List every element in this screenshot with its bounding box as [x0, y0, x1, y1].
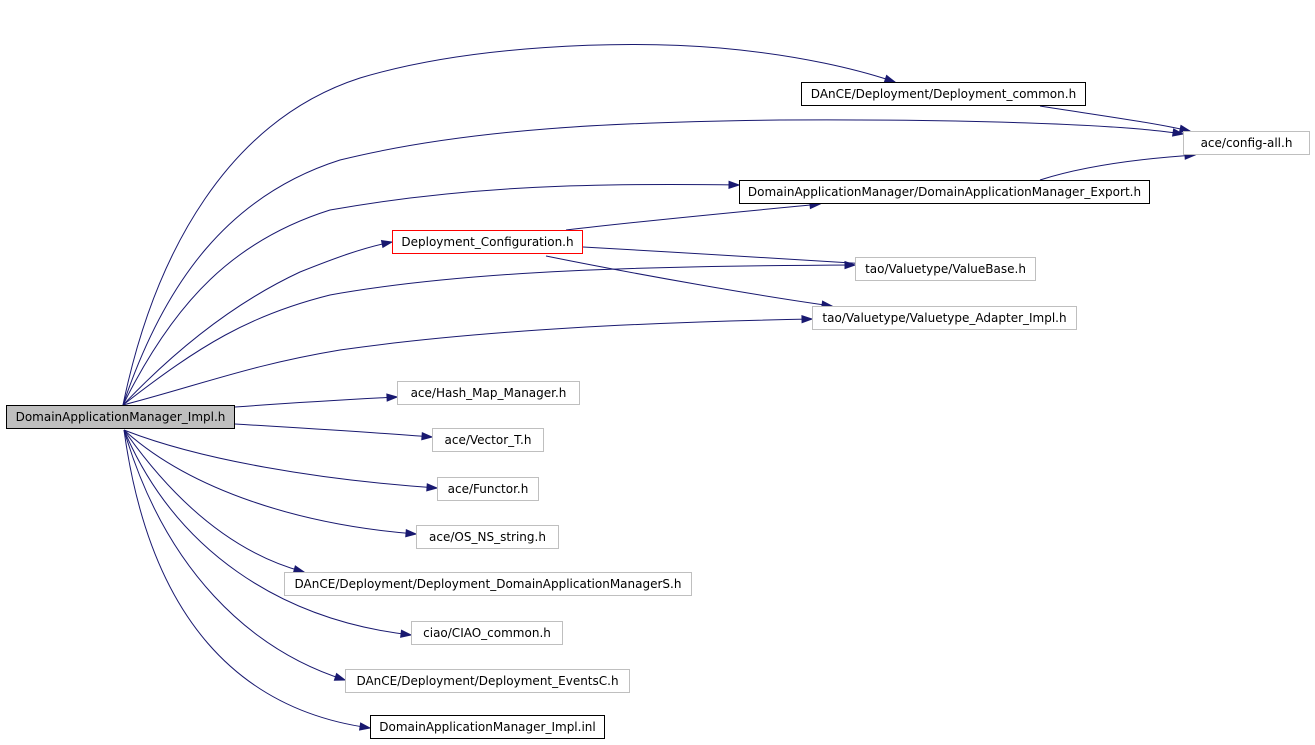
node-ciao-common-label: ciao/CIAO_common.h — [423, 626, 551, 640]
node-dam-export[interactable]: DomainApplicationManager/DomainApplicati… — [739, 180, 1150, 204]
node-vector-t-label: ace/Vector_T.h — [444, 433, 532, 447]
edge-deployment-common-to-config-all — [1039, 105, 1191, 132]
node-dam-skeleton: DAnCE/Deployment/Deployment_DomainApplic… — [284, 572, 692, 596]
edge-root-to-deployment-common — [122, 44, 896, 406]
edge-root-to-valuebase — [122, 264, 856, 406]
edge-root-to-events-c-arrowhead — [333, 672, 347, 681]
edge-root-to-vector-t-arrowhead — [421, 431, 434, 441]
node-config-all-label: ace/config-all.h — [1200, 136, 1293, 150]
edge-root-to-os-ns-string — [123, 429, 417, 535]
edge-root-to-events-c — [123, 429, 346, 681]
node-impl-inl-label: DomainApplicationManager_Impl.inl — [379, 720, 596, 734]
node-events-c: DAnCE/Deployment/Deployment_EventsC.h — [345, 669, 630, 693]
node-valuebase-label: tao/Valuetype/ValueBase.h — [865, 262, 1026, 276]
node-vector-t: ace/Vector_T.h — [432, 428, 544, 452]
edge-root-to-impl-inl-arrowhead — [358, 722, 372, 731]
node-os-ns-string: ace/OS_NS_string.h — [416, 525, 559, 549]
edge-root-to-deployment-configuration-arrowhead — [380, 239, 394, 249]
edge-root-to-vector-t — [234, 423, 433, 438]
node-hash-map-manager: ace/Hash_Map_Manager.h — [397, 381, 580, 405]
node-hash-map-manager-label: ace/Hash_Map_Manager.h — [410, 386, 567, 400]
node-deployment-configuration-label: Deployment_Configuration.h — [401, 235, 574, 249]
node-root-label: DomainApplicationManager_Impl.h — [15, 410, 226, 424]
edge-root-to-hash-map-manager-arrowhead — [386, 393, 399, 402]
node-dam-skeleton-label: DAnCE/Deployment/Deployment_DomainApplic… — [294, 577, 682, 591]
node-config-all: ace/config-all.h — [1183, 131, 1310, 155]
node-deployment-configuration[interactable]: Deployment_Configuration.h — [392, 230, 583, 254]
edge-root-to-functor — [123, 429, 438, 489]
edge-root-to-os-ns-string-arrowhead — [405, 528, 418, 538]
node-functor-label: ace/Functor.h — [447, 482, 529, 496]
edge-root-to-config-all — [122, 119, 1184, 406]
edge-dam-export-to-config-all — [1039, 154, 1196, 181]
edge-root-to-dam-export-arrowhead — [728, 180, 741, 190]
edge-deployment-configuration-to-valuebase — [582, 246, 869, 265]
edge-root-to-ciao-common — [123, 429, 412, 636]
edge-root-to-valuetype-adapter-arrowhead — [801, 314, 814, 324]
node-valuetype-adapter-label: tao/Valuetype/Valuetype_Adapter_Impl.h — [822, 311, 1067, 325]
node-valuetype-adapter: tao/Valuetype/Valuetype_Adapter_Impl.h — [812, 306, 1077, 330]
edge-root-to-functor-arrowhead — [426, 483, 439, 492]
node-os-ns-string-label: ace/OS_NS_string.h — [429, 530, 546, 544]
edge-root-to-dam-export — [122, 183, 740, 406]
node-root: DomainApplicationManager_Impl.h — [6, 405, 235, 429]
edge-root-to-deployment-configuration — [122, 241, 393, 406]
node-events-c-label: DAnCE/Deployment/Deployment_EventsC.h — [356, 674, 619, 688]
node-impl-inl[interactable]: DomainApplicationManager_Impl.inl — [370, 715, 605, 739]
edge-root-to-config-all-arrowhead — [1171, 128, 1185, 137]
edge-deployment-configuration-to-dam-export — [565, 203, 821, 231]
node-functor: ace/Functor.h — [437, 477, 539, 501]
node-ciao-common: ciao/CIAO_common.h — [411, 621, 563, 645]
edge-root-to-dam-skeleton — [123, 429, 305, 573]
node-valuebase: tao/Valuetype/ValueBase.h — [855, 257, 1036, 281]
node-deployment-common[interactable]: DAnCE/Deployment/Deployment_common.h — [801, 82, 1086, 106]
edge-root-to-impl-inl — [123, 429, 371, 729]
edge-deployment-configuration-to-valuetype-adapter — [545, 255, 833, 307]
edge-root-to-ciao-common-arrowhead — [400, 629, 413, 638]
node-deployment-common-label: DAnCE/Deployment/Deployment_common.h — [810, 87, 1077, 101]
node-dam-export-label: DomainApplicationManager/DomainApplicati… — [747, 185, 1142, 199]
edge-root-to-hash-map-manager — [234, 396, 398, 408]
edge-root-to-valuetype-adapter — [122, 318, 813, 406]
